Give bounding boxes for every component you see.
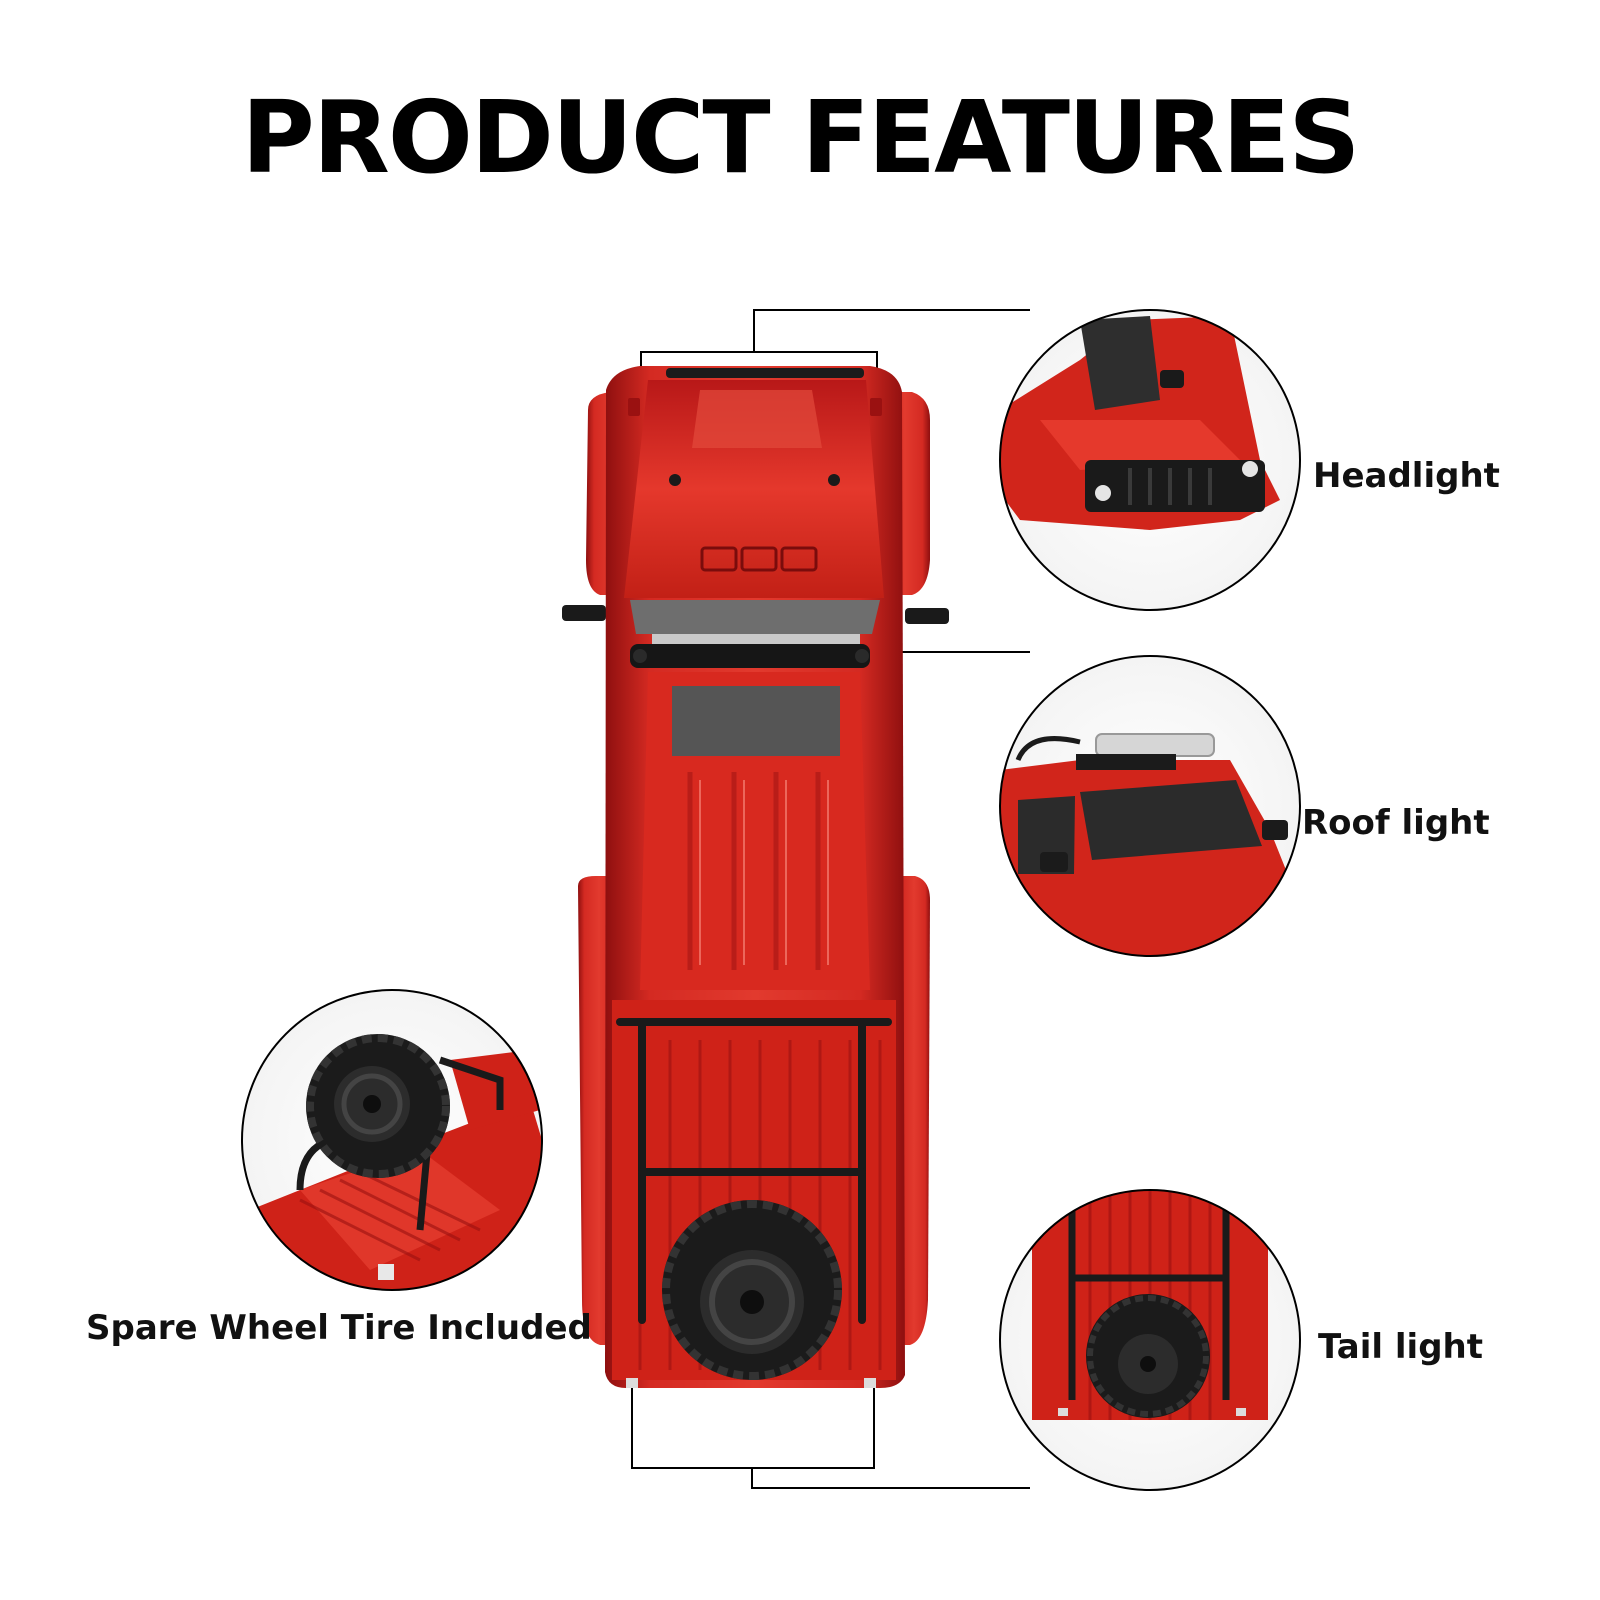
left-mirror: [562, 605, 606, 621]
roof-light-detail-circle: [999, 655, 1301, 957]
windshield: [630, 600, 880, 634]
headlight-detail-circle: [999, 309, 1301, 611]
roll-cage: [616, 1018, 892, 1324]
sunroof: [672, 686, 840, 756]
tail-light-label: Tail light: [1318, 1327, 1484, 1367]
tail-light-detail-circle: [999, 1189, 1301, 1491]
spare-tire-top: [662, 1200, 842, 1380]
roof-light-label: Roof light: [1302, 803, 1490, 843]
roof-light-bar: [630, 644, 870, 668]
spare-wheel-detail-circle: [241, 989, 543, 1291]
rear-right-fender: [898, 876, 930, 1345]
headlight-label: Headlight: [1313, 456, 1500, 496]
truck-top-view: [562, 366, 949, 1388]
right-mirror: [905, 608, 949, 624]
page-title: PRODUCT FEATURES: [241, 79, 1361, 196]
spare-wheel-label: Spare Wheel Tire Included: [86, 1308, 592, 1348]
